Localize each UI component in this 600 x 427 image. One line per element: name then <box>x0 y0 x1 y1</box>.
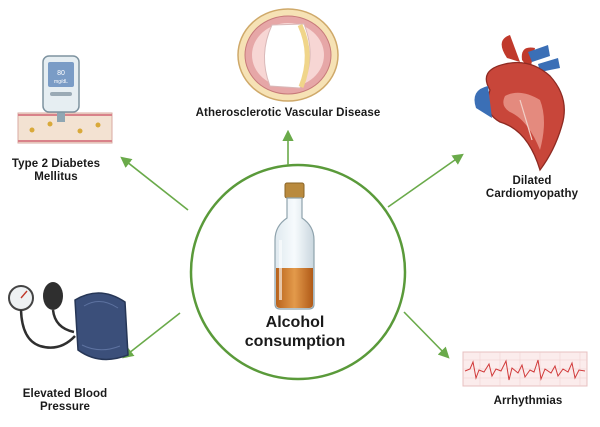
center-label-line2: consumption <box>244 333 346 350</box>
label-cardiomyopathy: Dilated Cardiomyopathy <box>468 175 596 201</box>
label-arrhythmias: Arrhythmias <box>493 395 563 407</box>
heart-icon <box>474 35 565 172</box>
artery-cross-section-icon <box>237 8 339 102</box>
ecg-strip-icon <box>462 351 588 387</box>
arrow-to-diabetes <box>120 156 189 211</box>
label-blood-pressure-line2: Pressure <box>39 401 91 413</box>
center-label: Alcohol consumption <box>205 313 385 351</box>
glucometer-value: 80 <box>57 70 65 77</box>
arrow-to-blood-pressure <box>122 312 181 359</box>
center-label-line1: Alcohol <box>265 314 325 331</box>
label-diabetes-line1: Type 2 Diabetes <box>11 158 101 170</box>
bottle-icon <box>274 182 315 310</box>
label-atherosclerosis: Atherosclerotic Vascular Disease <box>195 107 381 119</box>
blood-pressure-cuff-icon <box>8 282 129 361</box>
label-blood-pressure-line1: Elevated Blood <box>22 388 108 400</box>
label-cardiomyopathy-line2: Cardiomyopathy <box>485 188 579 200</box>
center-circle <box>189 163 407 381</box>
label-cardiomyopathy-line1: Dilated <box>512 175 552 187</box>
label-diabetes: Type 2 Diabetes Mellitus <box>0 158 112 184</box>
label-blood-pressure: Elevated Blood Pressure <box>2 388 128 414</box>
glucometer-icon: 80 mg/dL <box>17 55 113 144</box>
glucometer-unit: mg/dL <box>54 79 68 85</box>
arrow-to-cardiomyopathy <box>387 153 464 208</box>
arrow-to-arrhythmias <box>403 311 450 359</box>
label-diabetes-line2: Mellitus <box>34 171 78 183</box>
